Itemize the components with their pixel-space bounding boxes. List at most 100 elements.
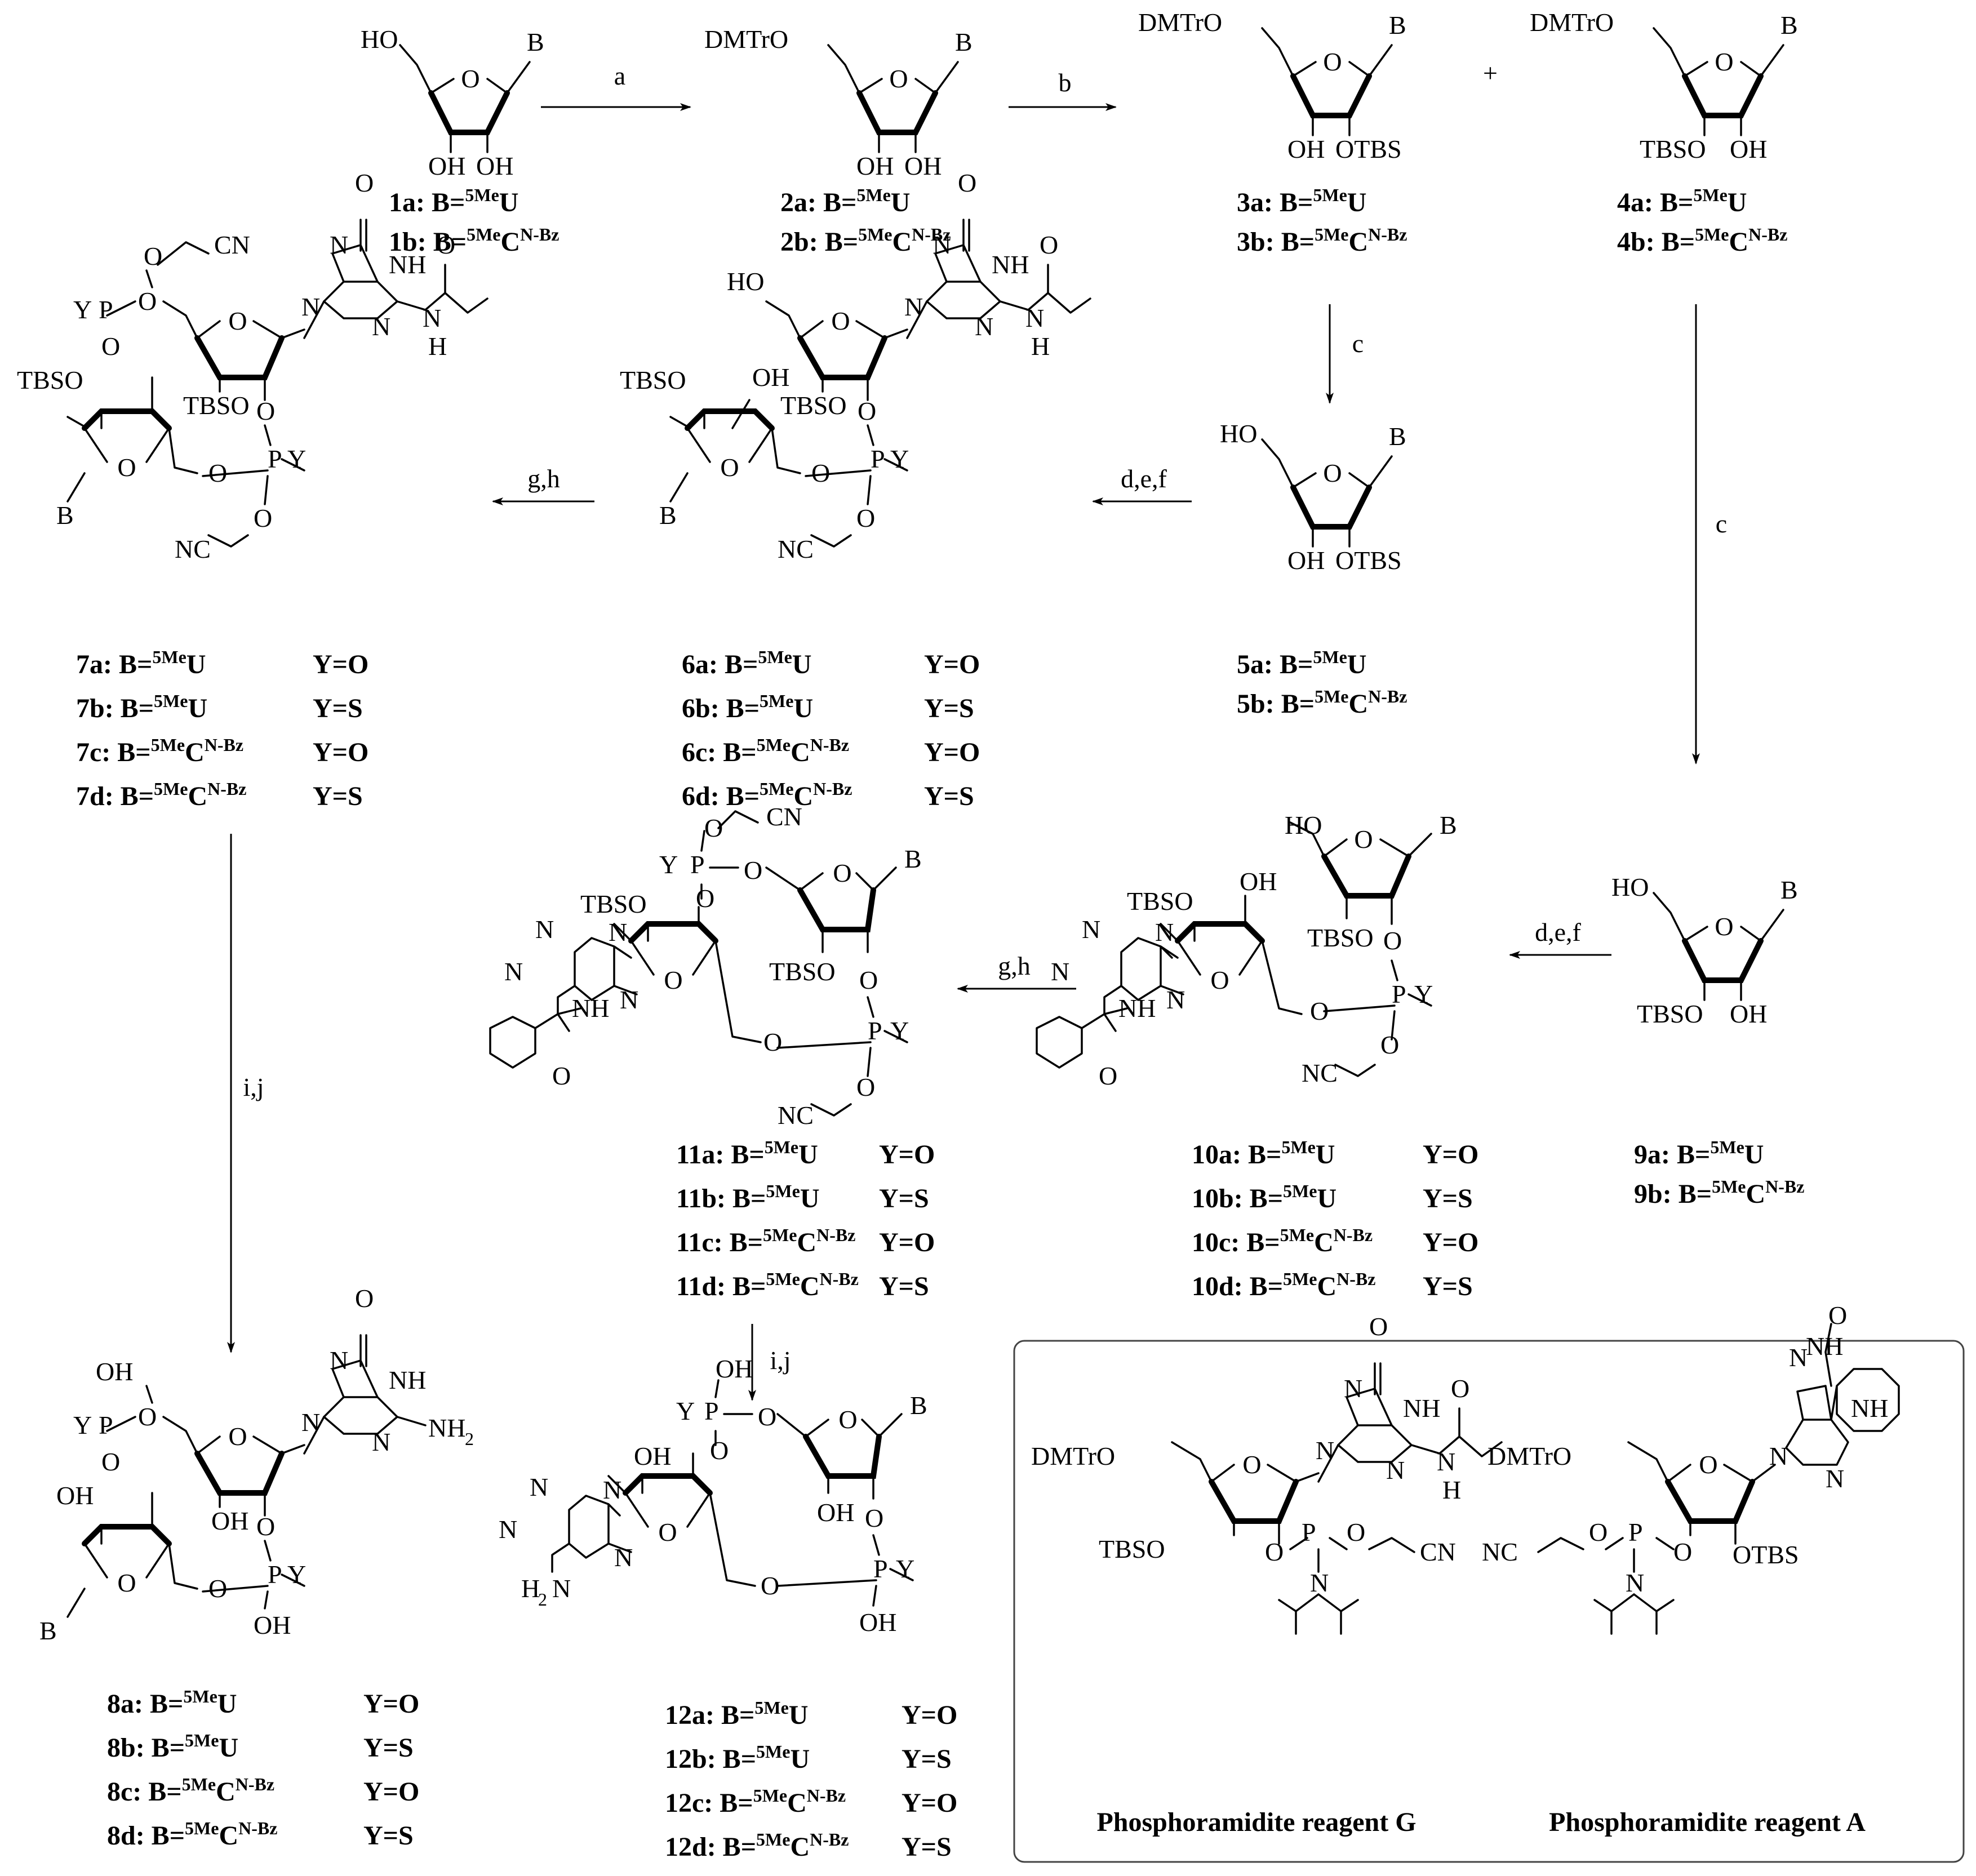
svg-text:O: O <box>1369 1312 1388 1341</box>
svg-text:P: P <box>704 1397 719 1425</box>
svg-text:N: N <box>530 1473 548 1501</box>
svg-text:CN: CN <box>766 802 802 831</box>
svg-text:O: O <box>1715 47 1733 76</box>
step-label-c-left: c <box>1352 329 1364 358</box>
svg-text:O: O <box>958 168 976 197</box>
svg-text:DMTrO: DMTrO <box>1031 1442 1115 1470</box>
svg-text:O: O <box>1699 1450 1717 1479</box>
labels-series-6: 6a: B=5MeU Y=O 6b: B=5MeU Y=S 6c: B=5MeCN-Bz… <box>682 647 980 811</box>
svg-text:N: N <box>904 292 923 321</box>
svg-text:N: N <box>1316 1436 1334 1465</box>
compound-label: 6a: B=5MeU <box>682 647 811 679</box>
compound-label: 12c: B=5MeCN-Bz <box>665 1785 846 1818</box>
y-substituent-label: Y=O <box>313 737 368 767</box>
svg-text:B: B <box>1780 875 1798 904</box>
svg-text:O: O <box>838 1405 857 1434</box>
svg-text:H: H <box>1031 332 1050 361</box>
svg-text:O: O <box>1310 997 1329 1025</box>
label-2a: 2a: B=5MeU <box>780 185 910 217</box>
svg-text:OH: OH <box>856 152 894 180</box>
svg-text:NH: NH <box>389 1366 426 1394</box>
svg-text:N: N <box>1025 304 1044 332</box>
svg-text:O: O <box>256 397 275 425</box>
svg-text:P: P <box>868 1016 882 1045</box>
svg-text:O: O <box>1589 1518 1608 1546</box>
svg-text:OH: OH <box>476 152 513 180</box>
label-9a: 9a: B=5MeU <box>1634 1137 1764 1170</box>
y-substituent-label: Y=O <box>924 737 980 767</box>
label-9b: 9b: B=5MeCN-Bz <box>1634 1176 1804 1209</box>
svg-text:N: N <box>372 312 390 341</box>
svg-text:Y: Y <box>287 1560 306 1589</box>
svg-text:N: N <box>1826 1464 1844 1493</box>
svg-text:OH: OH <box>211 1506 248 1535</box>
svg-text:O: O <box>208 459 227 487</box>
compound-label: 6c: B=5MeCN-Bz <box>682 735 849 767</box>
svg-text:O: O <box>889 64 908 93</box>
step-label-ij-mid: i,j <box>770 1346 791 1375</box>
label-5a: 5a: B=5MeU <box>1237 647 1366 679</box>
svg-text:O: O <box>1383 926 1402 955</box>
svg-text:NC: NC <box>175 535 211 563</box>
svg-text:OH: OH <box>96 1357 133 1386</box>
y-substituent-label: Y=S <box>924 694 974 723</box>
svg-text:O: O <box>833 859 851 887</box>
svg-text:O: O <box>811 459 830 487</box>
compound-label: 8c: B=5MeCN-Bz <box>107 1774 274 1807</box>
compound-label: 7b: B=5MeU <box>76 691 207 723</box>
svg-text:O: O <box>1099 1061 1117 1090</box>
svg-text:HO: HO <box>1611 873 1649 901</box>
svg-text:B: B <box>1780 11 1798 39</box>
compound-label: 10a: B=5MeU <box>1192 1137 1335 1170</box>
svg-text:Y: Y <box>73 295 92 324</box>
svg-text:OH: OH <box>752 363 789 392</box>
label-2b: 2b: B=5MeCN-Bz <box>780 224 951 257</box>
svg-text:O: O <box>720 453 739 482</box>
step-label-gh-mid: g,h <box>998 952 1031 980</box>
svg-text:OH: OH <box>428 152 465 180</box>
plus-sign: + <box>1483 59 1498 87</box>
y-substituent-label: Y=S <box>902 1744 952 1774</box>
svg-text:TBSO: TBSO <box>1099 1535 1165 1563</box>
svg-text:N: N <box>1344 1374 1362 1403</box>
y-substituent-label: Y=S <box>879 1184 929 1213</box>
compound-label: 6b: B=5MeU <box>682 691 813 723</box>
svg-text:OH: OH <box>634 1442 671 1470</box>
svg-text:O: O <box>138 287 157 315</box>
step-label-c-right: c <box>1716 509 1727 538</box>
y-substituent-label: Y=S <box>363 1733 414 1763</box>
svg-text:OH: OH <box>1240 867 1277 896</box>
svg-text:B: B <box>1440 811 1457 839</box>
svg-text:N: N <box>372 1428 390 1456</box>
svg-text:Y: Y <box>659 850 678 879</box>
svg-text:N: N <box>504 957 523 986</box>
svg-text:N: N <box>975 312 993 341</box>
step-label-a: a <box>614 61 625 90</box>
structure-4: O DMTrO B TBSO OH <box>1530 8 1798 163</box>
svg-text:TBSO: TBSO <box>780 391 847 420</box>
svg-text:O: O <box>101 1447 120 1476</box>
svg-text:B: B <box>1389 11 1406 39</box>
svg-text:O: O <box>761 1571 779 1600</box>
svg-text:NH: NH <box>1118 994 1156 1023</box>
svg-text:O: O <box>355 1284 374 1313</box>
label-3b: 3b: B=5MeCN-Bz <box>1237 224 1407 257</box>
svg-text:Y: Y <box>1414 980 1433 1008</box>
svg-text:OH: OH <box>1287 135 1325 163</box>
svg-text:O: O <box>763 1028 782 1056</box>
svg-text:P: P <box>1628 1518 1643 1546</box>
svg-text:O: O <box>744 856 762 884</box>
svg-text:NH: NH <box>1851 1394 1888 1422</box>
compound-label: 11d: B=5MeCN-Bz <box>676 1269 859 1301</box>
svg-text:N: N <box>1789 1343 1808 1372</box>
svg-text:TBSO: TBSO <box>1640 135 1706 163</box>
svg-text:N: N <box>423 304 441 332</box>
step-label-def-mid: d,e,f <box>1535 918 1581 946</box>
svg-text:O: O <box>1715 912 1733 941</box>
svg-text:HO: HO <box>361 25 398 54</box>
svg-text:O: O <box>1673 1537 1692 1566</box>
svg-text:DMTrO: DMTrO <box>704 25 788 54</box>
structure-6: N O NH N N N H O O HO TBSO O P Y O NC O … <box>620 168 1091 563</box>
svg-text:O: O <box>856 1073 875 1101</box>
